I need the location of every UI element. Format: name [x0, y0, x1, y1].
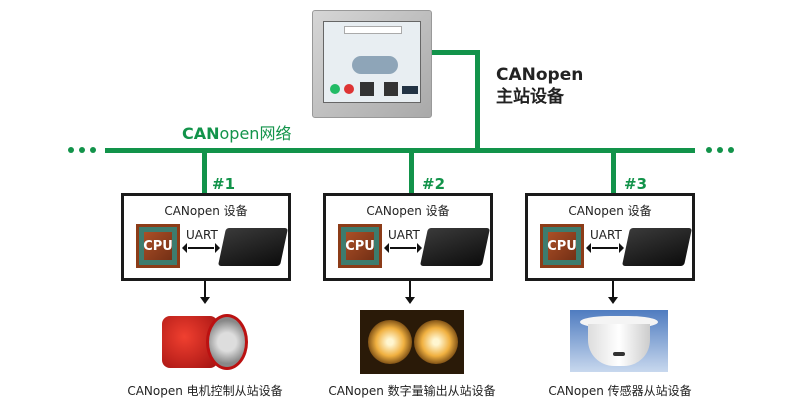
node-number-1: #1 — [212, 175, 236, 193]
digital-output-lamps-image — [360, 310, 464, 374]
master-link-h — [432, 50, 480, 55]
node-number-3: #3 — [624, 175, 648, 193]
hmi-master-device — [312, 10, 432, 118]
bus-dot — [79, 147, 85, 153]
node-box-2: CANopen 设备 CPU UART — [323, 193, 493, 281]
down-arrow-icon — [200, 281, 210, 304]
network-label-rest: open网络 — [219, 124, 292, 143]
cpu-icon: CPU — [540, 224, 584, 268]
hmi-screen — [323, 21, 421, 103]
double-arrow-icon — [586, 243, 624, 253]
bus-dot — [90, 147, 96, 153]
node-title: CANopen 设备 — [366, 204, 450, 218]
motor-image — [162, 310, 250, 372]
node-caption-3: CANopen 传感器从站设备 — [548, 384, 692, 398]
node-drop-2 — [409, 150, 414, 195]
sensor-image — [570, 310, 668, 372]
cpu-icon: CPU — [338, 224, 382, 268]
can-chip-icon — [621, 228, 693, 266]
bus-dot — [706, 147, 712, 153]
double-arrow-icon — [182, 243, 220, 253]
cpu-icon: CPU — [136, 224, 180, 268]
node-caption-1: CANopen 电机控制从站设备 — [127, 384, 283, 398]
node-title: CANopen 设备 — [164, 204, 248, 218]
down-arrow-icon — [405, 281, 415, 304]
master-label: CANopen 主站设备 — [496, 64, 583, 108]
network-label: CANopen网络 — [182, 120, 291, 144]
master-label-line2: 主站设备 — [496, 87, 564, 107]
bus-dot — [717, 147, 723, 153]
node-box-3: CANopen 设备 CPU UART — [525, 193, 695, 281]
double-arrow-icon — [384, 243, 422, 253]
uart-label: UART — [186, 228, 218, 242]
bus-dot — [728, 147, 734, 153]
master-link-v — [475, 50, 480, 153]
node-title: CANopen 设备 — [568, 204, 652, 218]
master-label-line1: CANopen — [496, 65, 584, 85]
uart-label: UART — [590, 228, 622, 242]
network-label-bold: CAN — [182, 124, 220, 143]
can-chip-icon — [419, 228, 491, 266]
can-chip-icon — [217, 228, 289, 266]
node-number-2: #2 — [422, 175, 446, 193]
down-arrow-icon — [608, 281, 618, 304]
uart-label: UART — [388, 228, 420, 242]
node-drop-3 — [611, 150, 616, 195]
bus-dot — [68, 147, 74, 153]
node-caption-2: CANopen 数字量输出从站设备 — [328, 384, 496, 398]
canopen-bus — [105, 148, 695, 153]
node-box-1: CANopen 设备 CPU UART — [121, 193, 291, 281]
node-drop-1 — [202, 150, 207, 195]
